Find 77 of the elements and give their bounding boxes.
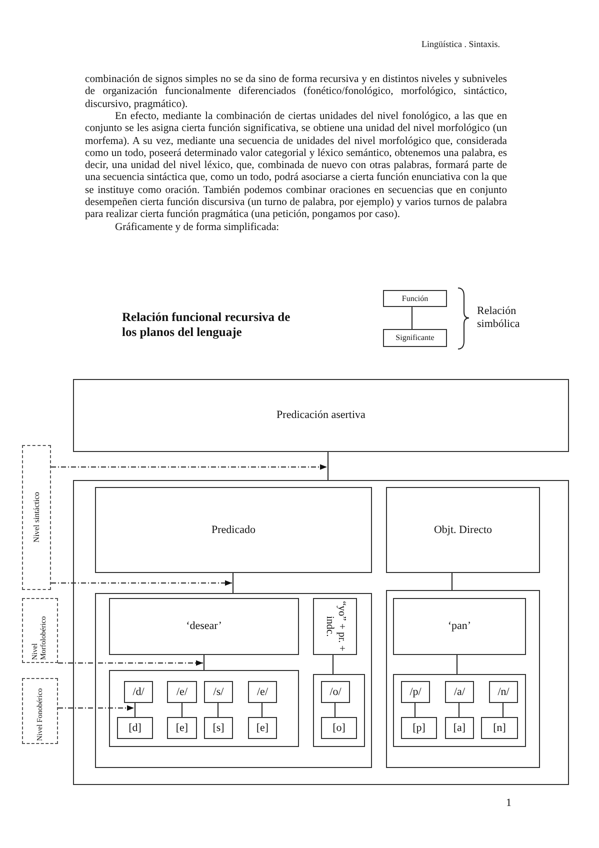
connector-line <box>232 572 234 594</box>
text-box <box>489 681 518 703</box>
text-box <box>383 329 447 347</box>
node-label: [n] <box>493 722 506 734</box>
paragraph: combinación de signos simples no se da sino de forma recursiva y en distintos niveles y subniveles de organización funcionalmente diferenciados (fonético/fonológico, morfológico, sintáctico, discursivo, pragmático). <box>85 74 507 111</box>
node-label: [s] <box>212 722 224 734</box>
text-box <box>124 681 153 703</box>
text-box <box>386 487 540 573</box>
diagram-title: Relación funcional recursiva de los planos del lenguaje <box>122 310 292 340</box>
node-label: /p/ <box>410 686 422 698</box>
text-box <box>445 681 474 703</box>
level-box <box>22 678 58 744</box>
arrow <box>50 464 328 470</box>
node-label: /e/ <box>176 686 188 698</box>
connector-line <box>134 702 136 718</box>
node-label: Predicación asertiva <box>276 409 366 422</box>
paragraph: En efecto, mediante la combinación de ciertas unidades del nivel fonológico, a las que en conjunto se les asigna cierta función significativa, se obtiene una unidad del nivel morfológico (un morfema). A su vez, mediante una secuencia de unidades del nivel morfológico que, considerada como un todo, poseerá determinado valor categorial y léxico semántico, obtenemos una palabra, es decir, una unidad del nivel léxico, que, combinada de nuevo con otras palabras, formará parte de una secuencia sintáctica que, como un todo, podrá asociarse a cierta función enunciativa con la que se instituye como oración. También podemos combinar oraciones en secuencias que en conjunto desempeñen cierta función discursiva (un turno de palabra, por ejemplo) y varios turnos de palabra para realizar cierta función pragmática (una petición, pongamos por caso). <box>85 111 507 222</box>
node-label: [e] <box>176 722 188 734</box>
node-label: Predicado <box>212 524 256 536</box>
text-box <box>401 681 430 703</box>
container-box <box>313 674 365 747</box>
connector-line <box>456 654 458 674</box>
arrow <box>58 660 204 666</box>
node-label: Función <box>402 294 428 304</box>
text-box <box>383 290 447 307</box>
text-box <box>117 717 153 739</box>
arrow <box>50 580 232 586</box>
level-box <box>22 445 51 590</box>
node-label: /e/ <box>257 686 268 698</box>
text-box <box>481 717 518 739</box>
connector-line <box>458 702 460 718</box>
text-box <box>204 717 233 739</box>
arrow <box>58 705 134 711</box>
node-label: /o/ <box>330 686 342 698</box>
node-label: Significante <box>396 333 434 343</box>
text-box <box>248 717 277 739</box>
node-label: [e] <box>256 722 269 734</box>
node-label: [d] <box>128 722 142 734</box>
text-box <box>321 681 350 703</box>
connector-line <box>414 702 416 718</box>
text-box <box>167 717 197 739</box>
node-label: ‘desear’ <box>186 620 222 633</box>
text-box <box>321 717 357 739</box>
container-box <box>95 593 372 768</box>
text-box <box>248 681 277 703</box>
text-box <box>313 598 357 655</box>
page-header: Lingüística . Sintaxis. <box>420 38 500 50</box>
node-label: Objt. Directo <box>434 524 492 536</box>
node-label: ‘pan’ <box>448 620 472 633</box>
container-box <box>73 480 569 785</box>
paragraph: Gráficamente y de forma simplificada: <box>114 222 280 234</box>
text-box <box>73 379 569 452</box>
node-label: /d/ <box>132 686 144 698</box>
node-label: /s/ <box>213 686 224 698</box>
container-box <box>109 670 299 747</box>
connector-line <box>334 702 336 718</box>
text-box <box>204 681 233 703</box>
level-box <box>22 598 58 663</box>
text-box <box>95 487 372 573</box>
text-box <box>167 681 197 703</box>
node-label: [a] <box>453 722 466 734</box>
node-label: “yo” + pr. + indc. <box>323 601 348 652</box>
container-box <box>386 590 540 768</box>
page-number: 1 <box>506 797 512 810</box>
node-label: /n/ <box>498 686 510 698</box>
connector-line <box>332 654 334 674</box>
connector-line <box>502 702 504 718</box>
text-box <box>445 717 474 739</box>
node-label: [o] <box>332 722 346 734</box>
brace-label: Relación simbólica <box>477 305 521 331</box>
container-box <box>393 674 526 747</box>
node-label: [p] <box>412 722 426 734</box>
node-label: /a/ <box>454 686 465 698</box>
text-box <box>401 717 437 739</box>
text-box <box>393 598 526 655</box>
text-box <box>109 598 299 655</box>
level-label: Nivel sintáctico <box>32 492 42 543</box>
